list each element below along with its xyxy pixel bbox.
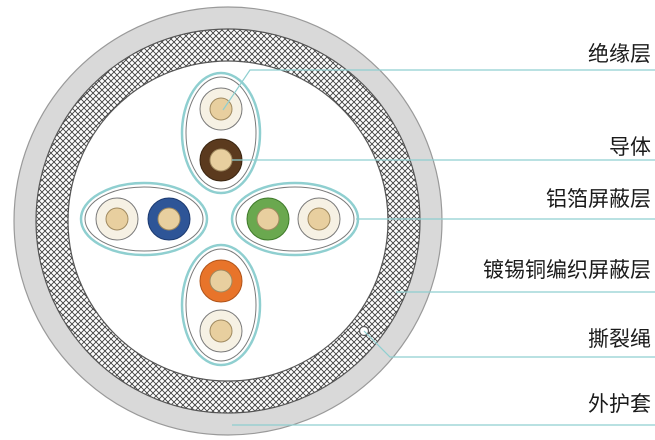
conductor-right-white <box>307 207 331 231</box>
conductor-left-white <box>105 207 129 231</box>
label-conductor: 导体 <box>609 135 651 159</box>
twisted-pair-top <box>180 71 262 195</box>
label-rip-cord: 撕裂绳 <box>588 327 651 351</box>
inner-core-area <box>67 60 389 382</box>
twisted-pair-bottom <box>180 243 262 367</box>
conductor-orange <box>209 269 233 293</box>
leader-lines <box>222 69 655 426</box>
twisted-pair-right <box>230 181 360 257</box>
conductor-brown <box>209 148 233 172</box>
conductor-top-white <box>209 97 233 121</box>
label-braid-shield: 镀锡铜编织屏蔽层 <box>483 258 651 282</box>
conductor-green <box>256 207 280 231</box>
label-insulation: 绝缘层 <box>588 42 651 66</box>
conductor-blue <box>157 207 181 231</box>
leader-rip-cord <box>363 330 655 358</box>
label-foil-shield: 铝箔屏蔽层 <box>546 187 651 211</box>
twisted-pair-left <box>79 181 209 257</box>
conductor-bottom-white <box>209 319 233 343</box>
leader-insulation <box>222 69 655 111</box>
label-jacket: 外护套 <box>588 392 651 416</box>
